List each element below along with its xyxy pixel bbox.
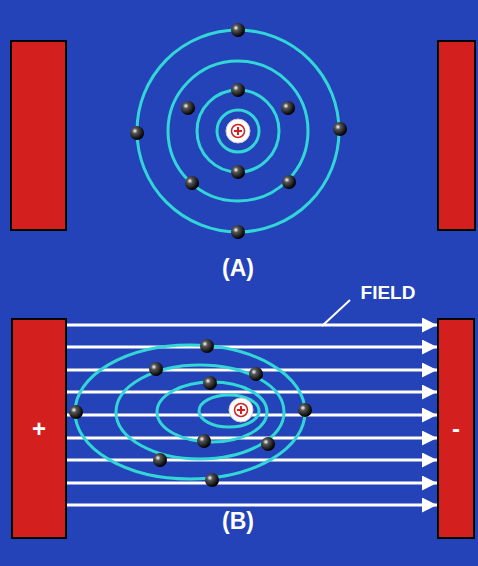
charged-plate: -: [437, 318, 475, 539]
field-label: FIELD: [361, 283, 416, 302]
field-arrow: [67, 437, 437, 440]
leader-line: [322, 300, 350, 326]
field-arrow: [67, 459, 437, 462]
plate: [11, 41, 66, 230]
panel-label: (A): [222, 257, 254, 280]
field-arrow: [67, 482, 437, 485]
field-arrow: [67, 504, 437, 507]
field-arrow: [67, 324, 437, 327]
field-arrow: [67, 346, 437, 349]
charged-plate: +: [11, 318, 67, 539]
nucleus: [229, 398, 253, 422]
distorted-orbits: [75, 345, 305, 479]
panel-label: (B): [222, 510, 254, 533]
plate: [438, 41, 475, 230]
nucleus: [226, 119, 250, 143]
electrons: [69, 339, 312, 487]
orbits: [137, 30, 339, 232]
polarity-sign: -: [452, 417, 460, 441]
polarity-sign: +: [32, 417, 46, 441]
electrons: [130, 23, 347, 239]
